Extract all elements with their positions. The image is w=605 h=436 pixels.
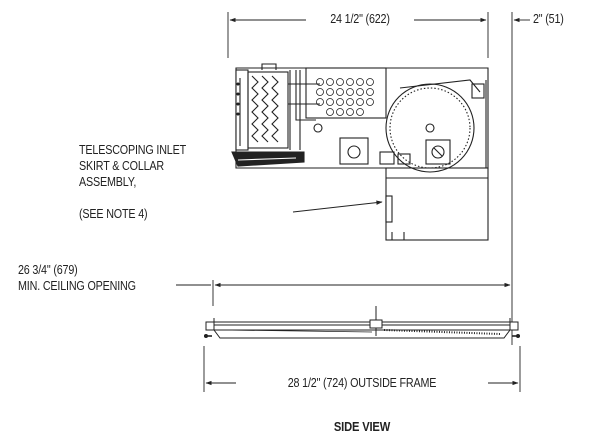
unit-body	[231, 63, 489, 173]
top-right-offset-label: 2" (51)	[533, 12, 564, 26]
callout-line-3: ASSEMBLY,	[79, 175, 137, 189]
inlet-skirt	[385, 167, 489, 241]
ceiling-opening-label: MIN. CEILING OPENING	[18, 279, 136, 293]
ceiling-frame	[204, 306, 520, 339]
knockout-grid	[316, 78, 374, 116]
view-title: SIDE VIEW	[333, 419, 391, 434]
top-width-label: 24 1/2" (622)	[330, 12, 390, 26]
callout-leader	[292, 200, 383, 213]
callout-line-2: SKIRT & COLLAR	[79, 159, 165, 173]
outside-frame-label: 28 1/2" (724) OUTSIDE FRAME	[287, 376, 437, 390]
ceiling-opening-value: 26 3/4" (679)	[18, 263, 78, 277]
callout-line-4: (SEE NOTE 4)	[79, 207, 148, 221]
outside-frame-dimension	[203, 346, 521, 392]
top-width-dimension	[227, 12, 489, 58]
ceiling-opening-dimension	[176, 280, 511, 306]
callout-line-1: TELESCOPING INLET	[79, 143, 187, 157]
top-right-offset-dimension	[511, 12, 530, 345]
blower-wheel	[385, 83, 475, 173]
